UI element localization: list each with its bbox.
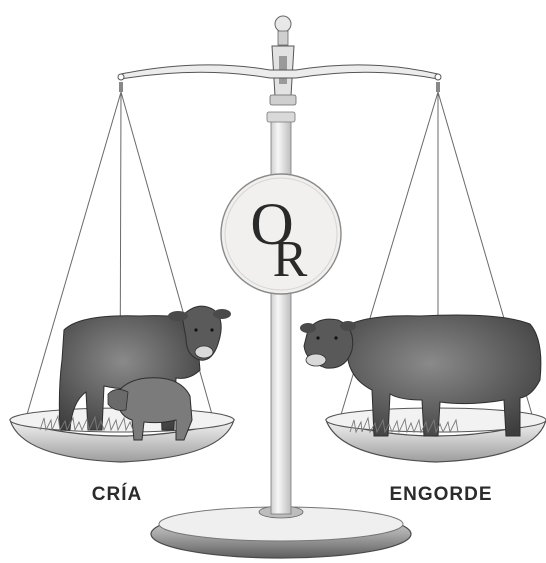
label-cria: CRÍA <box>92 483 142 505</box>
scale-pillar <box>267 112 295 514</box>
label-engorde: ENGORDE <box>389 484 492 505</box>
left-pan <box>10 408 234 462</box>
scale-finial <box>270 16 296 105</box>
logo-letter-r: R <box>273 231 308 288</box>
or-logo-medallion: O R <box>221 174 341 294</box>
